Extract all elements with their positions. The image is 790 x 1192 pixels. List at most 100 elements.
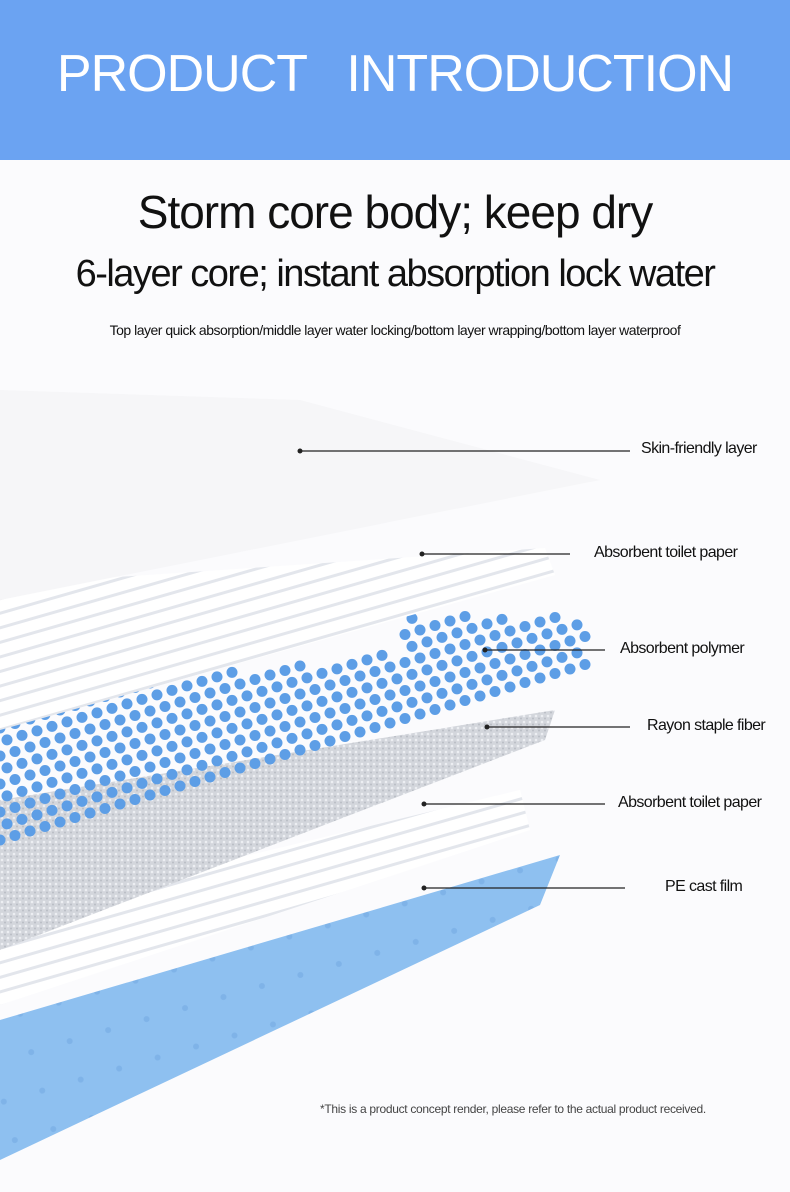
- polymer-bead: [16, 729, 28, 741]
- polymer-bead: [474, 690, 486, 702]
- polymer-bead: [249, 758, 261, 769]
- polymer-bead: [166, 712, 178, 724]
- polymer-bead: [294, 716, 306, 728]
- polymer-bead: [211, 671, 223, 683]
- polymer-bead: [579, 659, 591, 670]
- pe-film-layer: [0, 855, 560, 1160]
- polymer-bead: [1, 734, 13, 746]
- polymer-bead: [234, 762, 246, 774]
- polymer-bead: [496, 613, 508, 625]
- polymer-bead: [189, 720, 201, 731]
- polymer-bead: [286, 704, 298, 716]
- polymer-bead: [481, 618, 493, 630]
- polymer-bead: [226, 694, 238, 706]
- polymer-bead: [114, 742, 126, 754]
- polymer-bead: [481, 674, 493, 686]
- polymer-bead: [474, 662, 486, 674]
- polymer-bead: [339, 731, 351, 742]
- polymer-bead: [474, 634, 486, 646]
- polymer-bead: [211, 755, 223, 767]
- polymer-bead: [391, 701, 403, 713]
- polymer-bead: [144, 761, 156, 773]
- polymer-bead: [211, 727, 223, 739]
- polymer-bead: [9, 802, 21, 813]
- polymer-bead: [24, 769, 36, 781]
- polymer-bead: [301, 728, 313, 740]
- polymer-bead: [136, 721, 148, 733]
- polymer-bead: [159, 701, 171, 712]
- polymer-bead: [1, 762, 13, 774]
- polymer-bead: [129, 794, 141, 805]
- polymer-bead: [204, 715, 216, 727]
- polymer-bead: [511, 665, 523, 677]
- polymer-bead: [429, 676, 441, 687]
- polymer-bead: [526, 632, 538, 644]
- polymer-bead: [279, 693, 291, 704]
- polymer-bead: [556, 623, 568, 635]
- polymer-bead: [331, 719, 343, 731]
- layer-label-skin-friendly: Skin-friendly layer: [641, 440, 757, 457]
- polymer-bead: [166, 684, 178, 696]
- polymer-bead: [76, 767, 88, 779]
- polymer-bead: [519, 677, 531, 688]
- polymer-bead: [204, 687, 216, 699]
- rayon-layer: [0, 710, 555, 950]
- polymer-bead: [541, 628, 553, 640]
- layer-label-polymer: Absorbent polymer: [620, 640, 745, 657]
- polymer-bead: [144, 789, 156, 801]
- polymer-bead: [226, 666, 238, 678]
- polymer-bead: [466, 622, 478, 634]
- polymer-bead: [399, 713, 411, 724]
- polymer-bead: [114, 714, 126, 726]
- polymer-bead: [481, 646, 493, 658]
- polymer-bead: [414, 680, 426, 692]
- polymer-bead: [196, 731, 208, 743]
- polymer-bead: [99, 803, 111, 814]
- polymer-bead: [459, 667, 471, 678]
- polymer-bead: [196, 703, 208, 715]
- polymer-bead: [151, 745, 163, 757]
- layer-label-pe-film: PE cast film: [665, 878, 743, 895]
- polymer-bead: [9, 830, 21, 841]
- polymer-bead: [414, 624, 426, 636]
- polymer-bead: [489, 686, 501, 697]
- polymer-bead: [69, 784, 81, 795]
- polymer-bead: [151, 689, 163, 701]
- polymer-bead: [564, 635, 576, 647]
- polymer-bead: [204, 771, 216, 783]
- header-banner: PRODUCT INTRODUCTION: [0, 0, 790, 160]
- polymer-bead: [294, 660, 306, 672]
- polymer-bead: [451, 655, 463, 667]
- polymer-bead: [316, 695, 328, 707]
- polymer-bead: [421, 692, 433, 704]
- polymer-bead: [549, 612, 561, 623]
- polymer-bead: [369, 694, 381, 705]
- polymer-bead: [219, 767, 231, 778]
- polymer-bead: [39, 737, 51, 748]
- polymer-bead: [114, 798, 126, 810]
- polymer-bead: [249, 730, 261, 741]
- polymer-bead: [46, 776, 58, 788]
- polymer-bead: [489, 658, 501, 669]
- polymer-bead: [271, 737, 283, 749]
- polymer-bead: [451, 627, 463, 639]
- polymer-bead: [376, 649, 388, 661]
- polymer-bead: [84, 807, 96, 819]
- polymer-bead: [241, 690, 253, 702]
- skin-friendly-layer: [0, 390, 600, 600]
- toilet-paper-layer-1: [0, 548, 555, 730]
- polymer-bead: [421, 664, 433, 676]
- description: Top layer quick absorption/middle layer …: [109, 322, 681, 338]
- polymer-bead: [31, 809, 43, 821]
- polymer-bead: [54, 816, 66, 828]
- polymer-bead: [106, 730, 118, 742]
- polymer-bead: [144, 733, 156, 745]
- polymer-bead: [129, 766, 141, 777]
- polymer-bead: [286, 732, 298, 744]
- polymer-bead: [54, 788, 66, 800]
- polymer-bead: [519, 649, 531, 660]
- polymer-bead: [151, 717, 163, 729]
- polymer-bead: [309, 684, 321, 695]
- polymer-bead: [0, 806, 6, 818]
- layer-label-rayon: Rayon staple fiber: [647, 717, 766, 734]
